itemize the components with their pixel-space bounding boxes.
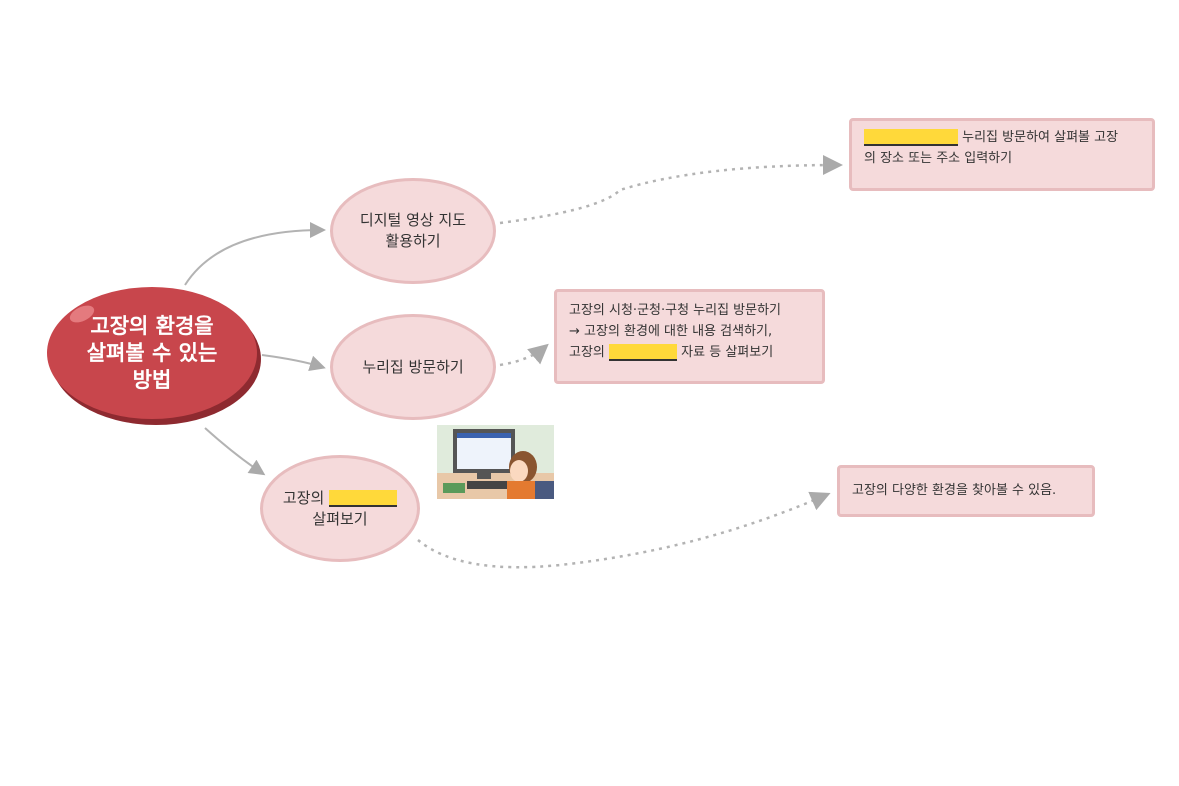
node-label: 디지털 영상 지도 xyxy=(359,211,467,229)
box-text: → 고장의 환경에 대한 내용 검색하기, xyxy=(569,324,773,339)
node-look: 고장의 살펴보기 xyxy=(260,455,420,562)
box-look: 고장의 다양한 환경을 찾아볼 수 있음. xyxy=(837,465,1095,517)
node-label: 살펴보기 xyxy=(312,509,368,528)
node-label: 고장의 xyxy=(282,488,325,507)
center-title-line: 방법 xyxy=(132,367,172,392)
box-homepage: 고장의 시청·군청·구청 누리집 방문하기 → 고장의 환경에 대한 내용 검색… xyxy=(554,289,825,384)
computer-user-illustration xyxy=(437,425,554,499)
box-text: 자료 등 살펴보기 xyxy=(681,345,774,360)
node-label: 누리집 방문하기 xyxy=(362,357,464,376)
center-title-line: 고장의 환경을 xyxy=(90,313,214,338)
center-title-line: 살펴볼 수 있는 xyxy=(86,340,218,365)
blank-fill xyxy=(609,344,678,361)
box-text: 고장의 xyxy=(569,345,605,360)
blank-fill xyxy=(329,489,398,507)
node-label: 활용하기 xyxy=(385,232,441,250)
box-text: 고장의 시청·군청·구청 누리집 방문하기 xyxy=(569,303,782,318)
box-text: 고장의 다양한 환경을 찾아볼 수 있음. xyxy=(852,483,1057,498)
blank-fill xyxy=(864,129,958,146)
node-homepage: 누리집 방문하기 xyxy=(330,314,496,420)
box-text: 의 장소 또는 주소 입력하기 xyxy=(864,151,1013,166)
box-text: 누리집 방문하여 살펴볼 고장 xyxy=(962,130,1119,145)
